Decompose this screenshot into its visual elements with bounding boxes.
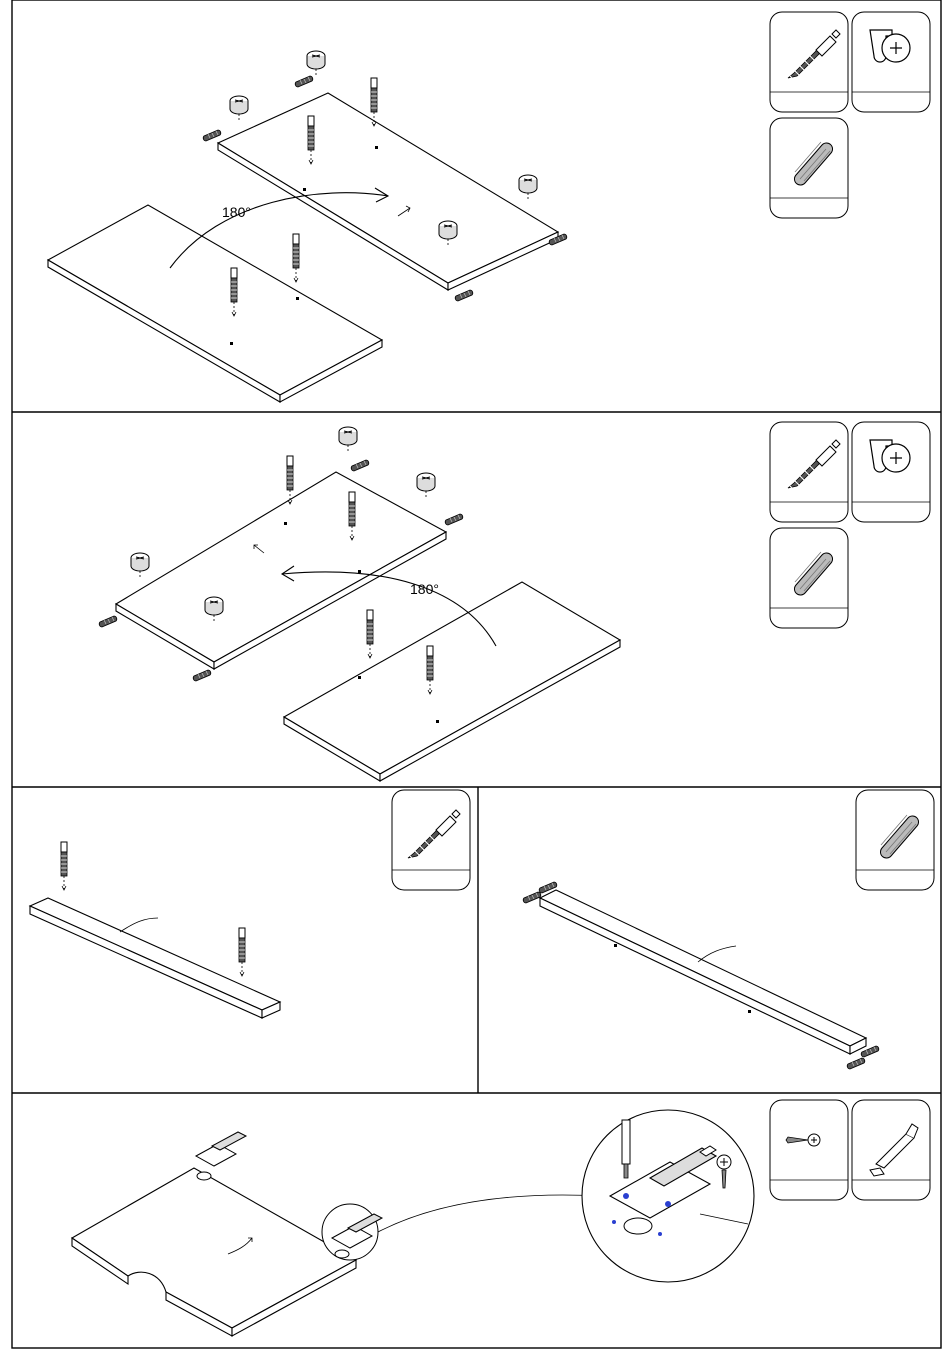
wooden-dowel: [523, 892, 541, 903]
part-card-hinge: [852, 1100, 930, 1200]
step-2-board-right: [284, 582, 620, 781]
part-card-wood-screw: [770, 1100, 848, 1200]
dowel-screw: [239, 928, 245, 976]
step-2-board-left: [116, 472, 446, 669]
step-1-rotation-label: 180°: [222, 204, 251, 220]
wooden-dowel: [455, 290, 473, 301]
cam-lock: [417, 473, 435, 499]
dowel-screw: [367, 610, 373, 658]
wooden-dowel: [847, 1058, 865, 1069]
step-1-board-front: [48, 205, 382, 402]
dowel-screw: [287, 456, 293, 504]
cam-lock: [230, 96, 248, 122]
wooden-dowel: [203, 130, 221, 141]
cam-lock: [339, 427, 357, 453]
part-card-cam-lock: [852, 12, 930, 112]
hinge-detail-callout: [582, 1110, 754, 1282]
step-4-board: [540, 890, 866, 1054]
step-1-panel: 180°: [48, 51, 567, 402]
part-card-dowel-screw: [392, 790, 470, 890]
step-5-panel: [72, 1100, 930, 1336]
wooden-dowel: [193, 670, 211, 681]
cam-lock: [307, 51, 325, 77]
part-card-wooden-dowel: [770, 118, 848, 218]
step-1-board-back: [218, 93, 558, 290]
step-2-rotation-label: 180°: [410, 581, 439, 597]
step-2-parts: [770, 422, 930, 628]
part-card-cam-lock: [852, 422, 930, 522]
part-card-dowel-screw: [770, 12, 848, 112]
wooden-dowel: [445, 514, 463, 525]
hinge-right: [322, 1204, 382, 1260]
part-card-wooden-dowel: [856, 790, 934, 890]
step-2-panel: 180°: [99, 427, 620, 781]
hinge-top: [196, 1132, 246, 1180]
cam-lock: [519, 175, 537, 201]
part-card-dowel-screw: [770, 422, 848, 522]
wooden-dowel: [295, 76, 313, 87]
step-1-parts: [770, 12, 930, 218]
dowel-screw: [371, 78, 377, 126]
step-5-door-board: [72, 1168, 356, 1336]
step-4-panel: [523, 790, 934, 1069]
wooden-dowel: [351, 460, 369, 471]
step-3-panel: [30, 790, 470, 1018]
dowel-screw: [293, 234, 299, 282]
cam-lock: [131, 553, 149, 579]
part-card-wooden-dowel: [770, 528, 848, 628]
wooden-dowel: [99, 616, 117, 627]
dowel-screw: [61, 842, 67, 890]
